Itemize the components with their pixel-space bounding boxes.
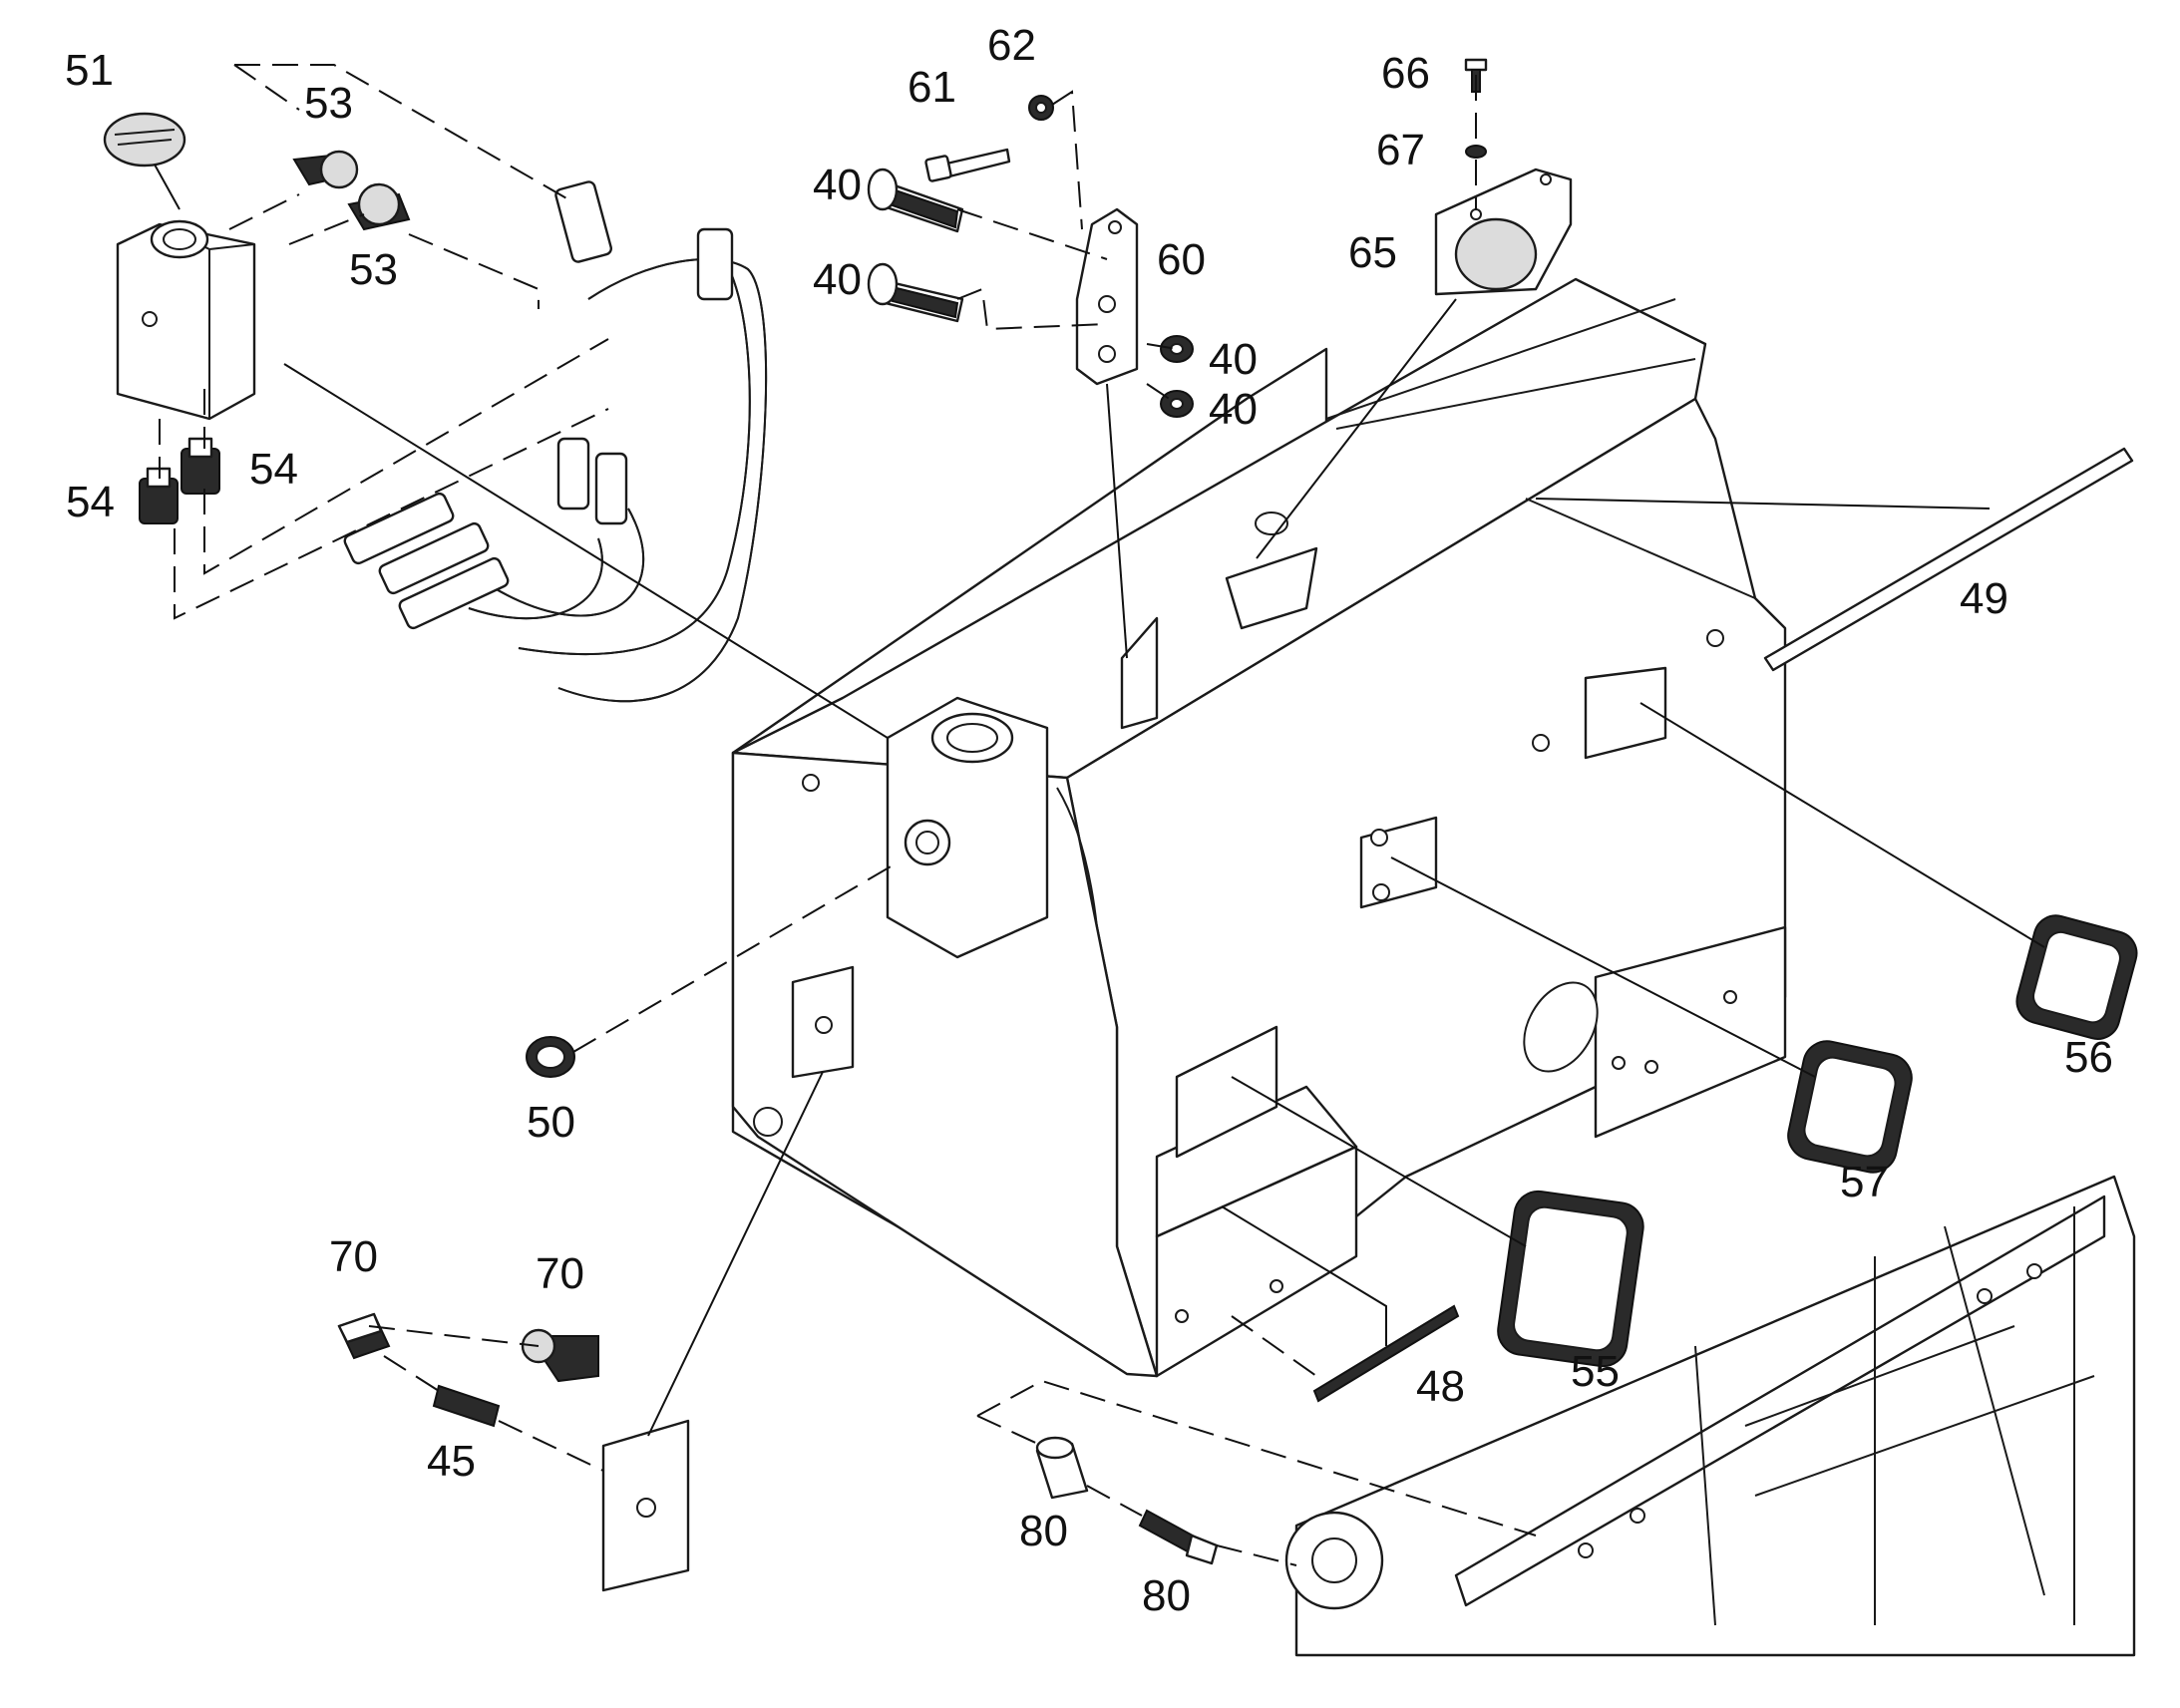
label-62: 62: [987, 21, 1036, 70]
part-56-gasket: [2015, 914, 2138, 1040]
label-70-right: 70: [536, 1249, 584, 1298]
part-40-bolts: [867, 168, 964, 323]
part-51-filler-cap: [103, 112, 186, 168]
part-65-bracket: [1434, 168, 1573, 296]
part-57-gasket: [1787, 1040, 1913, 1174]
label-40-bolt-bottom: 40: [813, 255, 862, 304]
label-50: 50: [527, 1098, 575, 1147]
chassis-frame: [1284, 1175, 2136, 1657]
label-53-top: 53: [304, 79, 353, 128]
label-48: 48: [1416, 1362, 1465, 1411]
part-50-plug: [526, 1036, 575, 1078]
label-56: 56: [2064, 1033, 2113, 1082]
label-40-nut-bottom: 40: [1209, 385, 1258, 434]
part-67-washer: [1465, 145, 1487, 159]
part-62-washer: [1028, 95, 1054, 121]
label-57: 57: [1840, 1158, 1889, 1206]
callout-labels: 51 53 53 54 54 61 62 40 40 40 40 60 66 6…: [65, 21, 2113, 1620]
part-80-bolt: [1138, 1509, 1219, 1565]
label-49: 49: [1960, 574, 2008, 623]
label-80-spacer: 80: [1019, 1507, 1068, 1555]
part-40-nuts: [1160, 335, 1194, 418]
label-65: 65: [1348, 228, 1397, 277]
label-80-bolt: 80: [1142, 1571, 1191, 1620]
part-49-rod: [1763, 447, 2134, 672]
part-45-fitting: [432, 1384, 501, 1428]
hydraulic-hoses: [343, 180, 768, 703]
part-53-fittings: [292, 150, 411, 231]
label-55: 55: [1571, 1347, 1620, 1396]
tank-housing: [731, 277, 1787, 1378]
part-55-gasket: [1497, 1190, 1644, 1368]
part-48-strip: [1312, 1304, 1460, 1403]
label-70-left: 70: [329, 1232, 378, 1281]
leader-lines: [154, 64, 2045, 1566]
label-60: 60: [1157, 235, 1206, 284]
label-67: 67: [1376, 126, 1425, 174]
part-70-fittings: [337, 1312, 599, 1383]
label-54-left: 54: [66, 478, 115, 526]
part-54-nuts: [139, 437, 220, 524]
label-66: 66: [1381, 49, 1430, 98]
reservoir-bottle: [116, 219, 256, 421]
label-45: 45: [427, 1437, 476, 1486]
mounting-plate: [601, 1419, 690, 1592]
label-40-bolt-top: 40: [813, 161, 862, 209]
label-54-right: 54: [249, 445, 298, 494]
part-61-bolt: [924, 148, 1011, 182]
part-80-spacer: [1035, 1436, 1089, 1500]
label-51: 51: [65, 46, 114, 95]
label-40-nut-top: 40: [1209, 335, 1258, 384]
label-53-bottom: 53: [349, 245, 398, 294]
part-60-bracket: [1075, 207, 1139, 386]
label-61: 61: [908, 63, 956, 112]
